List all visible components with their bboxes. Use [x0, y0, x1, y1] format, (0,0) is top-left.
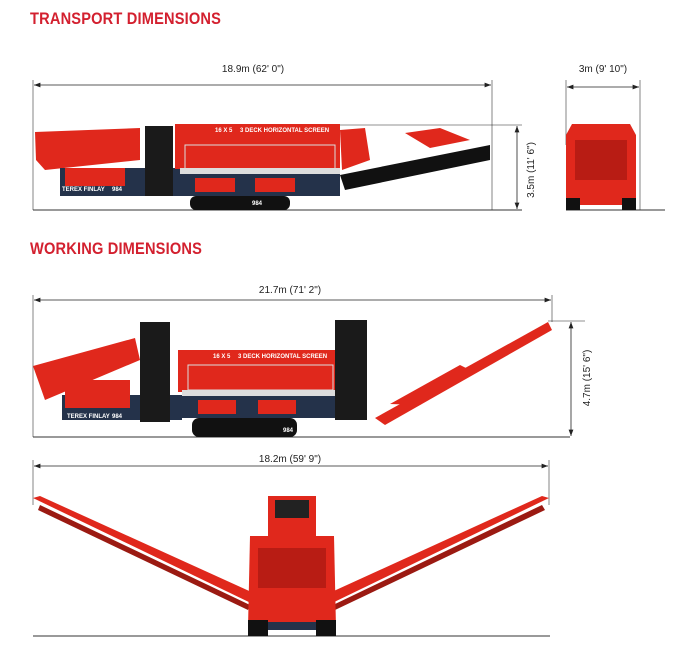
screen-label: 3 DECK HORIZONTAL SCREEN — [240, 128, 329, 134]
transport-side-view: 18.9m (62' 0") 3.5m (11' 6") TEREX FINLA… — [32, 64, 537, 211]
working-width-label: 18.2m (59' 9") — [259, 454, 321, 465]
brand-label-working: TEREX FINLAY — [67, 414, 110, 420]
brand-label: TEREX FINLAY — [62, 187, 105, 193]
transport-rear-view: 3m (9' 10") — [565, 64, 665, 211]
model-label-working: 984 — [112, 414, 123, 420]
track-model-label-working: 984 — [283, 428, 294, 434]
transport-dimensions-heading: TRANSPORT DIMENSIONS — [30, 9, 222, 28]
screen-size-label: 16 X 5 — [215, 128, 233, 134]
machine-side-transport: TEREX FINLAY 984 984 16 X 5 3 DECK HORIZ… — [35, 124, 490, 210]
transport-width-label: 3m (9' 10") — [579, 64, 627, 75]
model-label: 984 — [112, 187, 123, 193]
working-side-view: 21.7m (71' 2") 4.7m (15' 6") TEREX FINLA… — [32, 285, 593, 438]
track-model-label: 984 — [252, 201, 263, 207]
screen-label-working: 3 DECK HORIZONTAL SCREEN — [238, 354, 327, 360]
transport-height-label: 3.5m (11' 6") — [526, 142, 537, 198]
working-rear-view: 18.2m (59' 9") — [32, 454, 550, 637]
working-length-label: 21.7m (71' 2") — [259, 285, 321, 296]
transport-length-label: 18.9m (62' 0") — [222, 64, 284, 75]
working-dimensions-heading: WORKING DIMENSIONS — [30, 239, 203, 258]
screen-size-label-working: 16 X 5 — [213, 354, 231, 360]
machine-side-working: TEREX FINLAY 984 984 16 X 5 3 DECK HORIZ… — [33, 320, 552, 437]
working-height-label: 4.7m (15' 6") — [582, 350, 593, 407]
